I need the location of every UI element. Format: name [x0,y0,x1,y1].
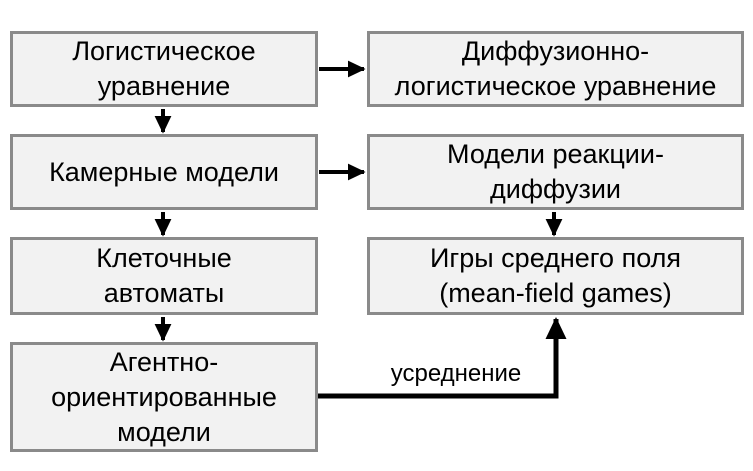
box-text-line: логистическое уравнение [394,71,717,101]
edge-label-averaging: усреднение [390,360,522,387]
box-text-line: ориентированные [51,381,277,412]
box-text-line: Камерные модели [49,156,279,187]
box-chamber-models: Камерные модели [10,134,318,210]
box-text-line: уравнение [97,71,231,101]
box-text-line: Модели реакции- [447,139,664,169]
box-text-line: модели [117,416,211,447]
box-diffusion-logistic-equation: Диффузионно- логистическое уравнение [367,31,744,107]
box-cellular-automata: Клеточные автоматы [10,237,318,315]
box-text-line: Клеточные [96,243,232,273]
box-text-line: (mean-field games) [439,278,672,308]
box-text-line: Агентно- [109,346,219,377]
box-text-line: диффузии [489,174,621,204]
box-text-line: автоматы [103,278,225,308]
box-text-line: Игры среднего поля [430,243,681,273]
box-logistic-equation: Логистическое уравнение [10,31,318,107]
box-reaction-diffusion-models: Модели реакции- диффузии [367,134,744,210]
box-mean-field-games: Игры среднего поля (mean-field games) [367,237,744,315]
box-agent-based-models: Агентно- ориентированные модели [10,342,318,452]
box-text-line: Логистическое [72,36,256,66]
box-text-line: Диффузионно- [461,36,650,66]
